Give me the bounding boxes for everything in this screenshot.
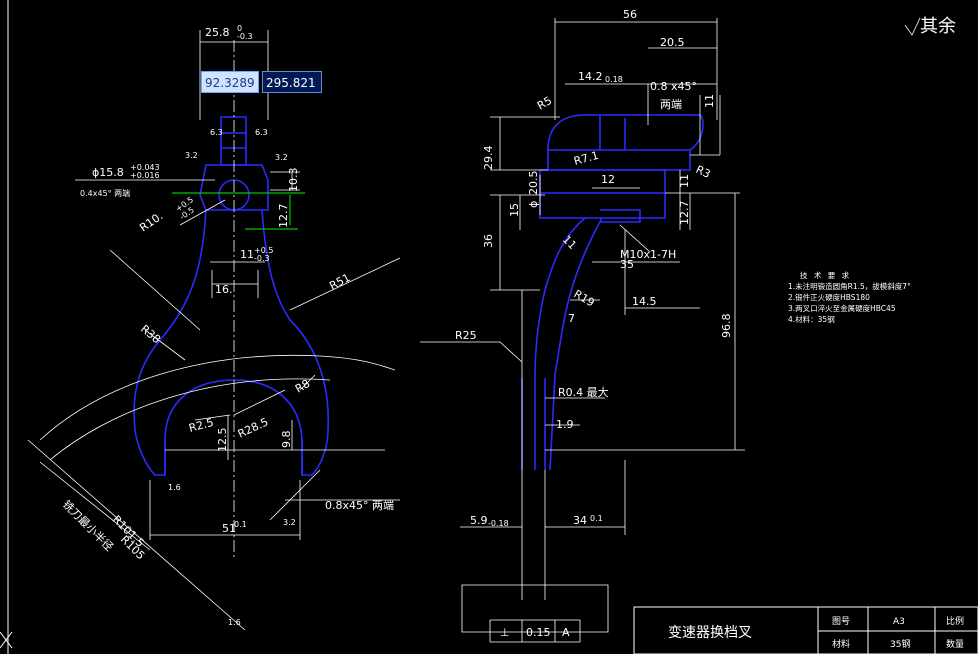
svg-text:R25: R25: [455, 329, 477, 342]
svg-text:R28.5: R28.5: [236, 415, 271, 440]
svg-text:A: A: [562, 626, 570, 639]
left-green-marks: [172, 192, 305, 230]
svg-text:20.5: 20.5: [660, 36, 685, 49]
dim-w-top: 25.8: [205, 26, 230, 39]
svg-text:铣刀最小半径: 铣刀最小半径: [60, 497, 117, 554]
tech-req-item: 4.材料：35钢: [788, 315, 835, 324]
svg-text:3.2: 3.2: [283, 518, 296, 527]
svg-text:5.9: 5.9: [470, 514, 488, 527]
svg-text:14.5: 14.5: [632, 295, 657, 308]
left-view-labels: 25.8 0 -0.3 ϕ15.8 +0.043 +0.016 0.4x45° …: [60, 24, 394, 627]
svg-text:0.4x45° 两端: 0.4x45° 两端: [80, 188, 130, 198]
svg-text:36: 36: [482, 234, 495, 248]
svg-text:12.7: 12.7: [678, 201, 691, 226]
svg-text:A3: A3: [893, 617, 905, 627]
svg-text:3.2: 3.2: [275, 153, 288, 162]
technical-requirements: 技 术 要 求 1.未注明锻造圆角R1.5，拔模斜度7° 2.锻件正火硬度HBS…: [788, 270, 911, 325]
svg-text:1.6: 1.6: [228, 618, 241, 627]
svg-text:51: 51: [222, 522, 236, 535]
svg-text:6.3: 6.3: [210, 128, 223, 137]
svg-text:9.8: 9.8: [280, 431, 293, 449]
svg-text:R0.4 最大: R0.4 最大: [558, 385, 609, 399]
svg-text:两端: 两端: [660, 98, 682, 111]
svg-text:R19: R19: [572, 287, 597, 309]
right-view-outline: [521, 114, 704, 471]
left-view-outline: [133, 116, 330, 476]
svg-text:0.1: 0.1: [234, 520, 247, 529]
svg-text:材料: 材料: [832, 638, 850, 650]
svg-text:16.: 16.: [215, 283, 233, 296]
svg-text:M10x1-7H: M10x1-7H: [620, 248, 676, 261]
svg-text:11: 11: [678, 174, 691, 188]
dim-dia: ϕ15.8: [92, 166, 124, 179]
svg-text:+0.5: +0.5: [254, 246, 273, 255]
svg-text:7: 7: [568, 312, 575, 325]
svg-text:0.1: 0.1: [590, 514, 603, 523]
tech-req-item: 2.锻件正火硬度HBS180: [788, 293, 870, 302]
svg-text:0.15: 0.15: [526, 626, 551, 639]
svg-text:0.8x45° 两端: 0.8x45° 两端: [325, 499, 394, 512]
svg-text:1.9: 1.9: [556, 418, 574, 431]
svg-text:-0.18: -0.18: [488, 519, 509, 528]
right-view-dimensions: [420, 18, 745, 643]
corner-roughness-mark: 其余: [920, 16, 956, 37]
svg-text:ϕ: ϕ: [527, 201, 540, 208]
svg-text:R51: R51: [327, 271, 352, 293]
svg-text:96.8: 96.8: [720, 314, 733, 339]
svg-text:12.7: 12.7: [277, 204, 290, 229]
svg-text:R8: R8: [293, 377, 312, 396]
svg-text:1.6: 1.6: [168, 483, 181, 492]
coord-x-input[interactable]: 92.3289: [201, 71, 259, 93]
roughness-icon: [904, 17, 921, 36]
right-view-labels: 56 20.5 14.2 0.18 0.8 x45° 两端 11 R5 29.4…: [455, 8, 733, 639]
svg-text:12: 12: [601, 173, 615, 186]
svg-text:11: 11: [560, 233, 579, 252]
svg-text:56: 56: [623, 8, 637, 21]
svg-text:+0.016: +0.016: [130, 171, 160, 180]
svg-text:3.2: 3.2: [185, 151, 198, 160]
svg-text:R2.5: R2.5: [187, 416, 215, 435]
svg-text:12.5: 12.5: [216, 428, 229, 453]
svg-text:-0.3: -0.3: [254, 254, 270, 263]
svg-text:+0.043: +0.043: [130, 163, 160, 172]
svg-text:10.3: 10.3: [287, 168, 300, 193]
svg-text:R5: R5: [535, 94, 554, 113]
svg-text:35钢: 35钢: [890, 638, 910, 650]
tech-req-title: 技 术 要 求: [800, 271, 852, 280]
svg-text:15: 15: [508, 203, 521, 217]
svg-text:R7.1: R7.1: [572, 149, 600, 168]
svg-text:-0.3: -0.3: [237, 32, 253, 41]
svg-text:0: 0: [237, 24, 242, 33]
svg-text:⊥: ⊥: [500, 626, 510, 639]
tech-req-item: 1.未注明锻造圆角R1.5，拔模斜度7°: [788, 282, 911, 291]
svg-text:0.18: 0.18: [605, 75, 623, 84]
svg-text:比例: 比例: [946, 615, 964, 627]
svg-text:6.3: 6.3: [255, 128, 268, 137]
svg-text:11: 11: [240, 248, 254, 261]
tech-req-item: 3.两叉口淬火至金属硬度HBC45: [788, 304, 896, 313]
svg-text:29.4: 29.4: [482, 146, 495, 171]
part-name: 变速器换档叉: [668, 624, 752, 641]
title-block-frame: [633, 606, 978, 654]
svg-text:R3: R3: [694, 163, 713, 181]
svg-text:34: 34: [573, 514, 587, 527]
svg-text:35: 35: [620, 258, 634, 271]
svg-text:14.2: 14.2: [578, 70, 603, 83]
svg-text:R38: R38: [138, 322, 163, 346]
svg-text:数量: 数量: [946, 638, 964, 650]
svg-text:图号: 图号: [832, 616, 850, 627]
drawing-border: [0, 0, 13, 654]
left-view-dimensions: [27, 30, 401, 631]
title-block-text: 变速器换档叉 图号 A3 比例 材料 35钢 数量: [668, 615, 964, 650]
coord-y-input[interactable]: 295.821: [262, 71, 322, 93]
svg-text:20.5: 20.5: [527, 171, 540, 196]
svg-text:0.8 x45°: 0.8 x45°: [650, 80, 697, 93]
svg-text:11: 11: [703, 94, 716, 108]
svg-text:R10.: R10.: [137, 209, 165, 234]
